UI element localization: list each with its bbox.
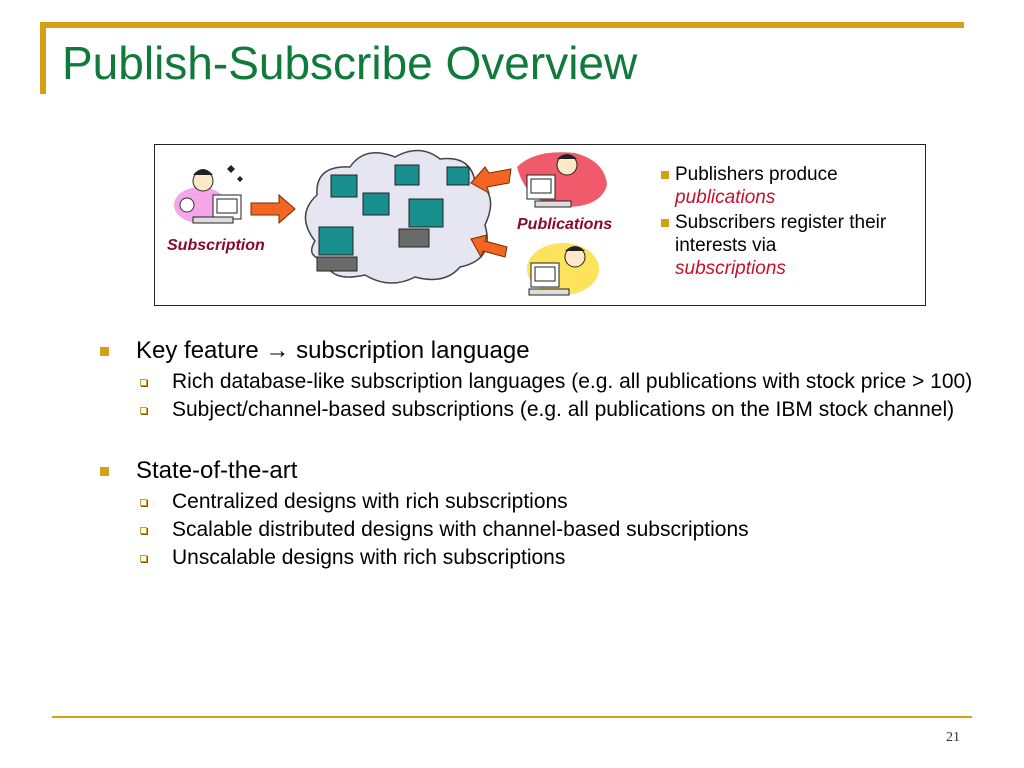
figure-bullet-emphasis: subscriptions xyxy=(675,258,786,279)
sub-bullet-item: Centralized designs with rich subscripti… xyxy=(136,490,980,514)
figure-bullet: Publishers produce publications xyxy=(659,163,919,209)
network-cloud-icon xyxy=(304,149,492,284)
sub-bullet-item: Rich database-like subscription language… xyxy=(136,370,980,394)
bullet-item: Key feature → subscription language xyxy=(100,336,980,366)
sub-bullet-item: Scalable distributed designs with channe… xyxy=(136,518,980,542)
subscription-arrow-icon xyxy=(250,193,296,225)
publisher-person-icon-2 xyxy=(527,243,599,296)
spacer xyxy=(100,422,980,456)
publications-label: Publications xyxy=(517,216,613,233)
sub-bullet-item: Unscalable designs with rich subscriptio… xyxy=(136,546,980,570)
sub-bullet-item: Subject/channel-based subscriptions (e.g… xyxy=(136,398,980,422)
figure-bullet-text: Publishers produce xyxy=(675,164,838,185)
figure-bullet-emphasis: publications xyxy=(675,187,776,208)
pubsub-figure: Subscription Publications Publishers pro… xyxy=(154,144,926,306)
publisher-person-icon xyxy=(517,152,607,208)
footer-line xyxy=(52,716,972,718)
sub-bullet-list: Rich database-like subscription language… xyxy=(100,370,980,422)
page-number: 21 xyxy=(946,730,960,745)
pubsub-illustration xyxy=(174,149,607,296)
slide-title: Publish-Subscribe Overview xyxy=(62,37,638,89)
figure-bullet-list: Publishers produce publications Subscrib… xyxy=(659,163,919,282)
subscription-label: Subscription xyxy=(167,237,265,254)
figure-bullet: Subscribers register their interests via… xyxy=(659,211,919,280)
sub-bullet-list: Centralized designs with rich subscripti… xyxy=(100,490,980,570)
figure-bullet-text: Subscribers register their interests via xyxy=(675,212,887,256)
bullet-item: State-of-the-art xyxy=(100,456,980,486)
subscriber-person-icon xyxy=(174,165,243,224)
top-frame-line xyxy=(40,22,964,28)
left-frame-line xyxy=(40,22,46,94)
publication-arrow-icon xyxy=(470,166,512,259)
main-bullet-list: Key feature → subscription language Rich… xyxy=(100,336,980,570)
